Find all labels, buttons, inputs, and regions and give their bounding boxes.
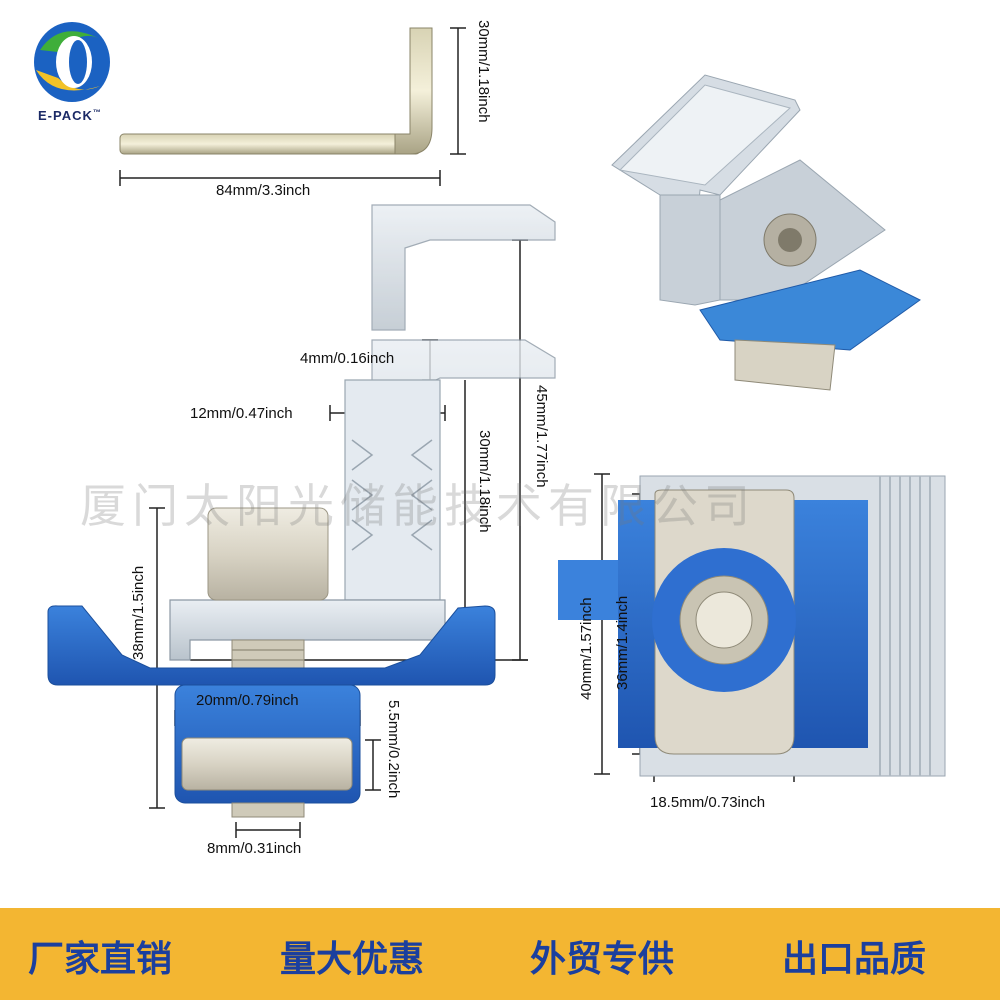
- brand-logo: [34, 22, 110, 102]
- dim-wrench-height: 30mm/1.18inch: [475, 20, 492, 123]
- clamp-3d-view: [611, 74, 921, 391]
- clamp-front-view: [47, 204, 556, 818]
- brand-name: E-PACK™: [38, 108, 102, 123]
- dim-bolt-diameter: 8mm/0.31inch: [207, 840, 302, 857]
- dim-plate-thickness: 4mm/0.16inch: [300, 350, 395, 367]
- dim-clamp-height: 45mm/1.77inch: [533, 385, 550, 488]
- slogan-1: 厂家直销: [28, 939, 173, 980]
- dim-clamp-width: 12mm/0.47inch: [190, 405, 293, 422]
- clamp-side-view: [558, 475, 946, 777]
- hex-wrench: [119, 27, 433, 155]
- slogan-2: 量大优惠: [280, 939, 425, 980]
- slogan-3: 外贸专供: [530, 939, 675, 980]
- watermark-text: 厦门太阳光储能技术有限公司: [80, 479, 756, 533]
- dim-nut-width: 18.5mm/0.73inch: [650, 794, 766, 811]
- slogan-4: 出口品质: [782, 939, 927, 980]
- dim-clamp-range: 30mm/1.18inch: [476, 430, 493, 533]
- promo-banner: [0, 908, 1000, 1000]
- dim-inner-height: 36mm/1.4inch: [614, 595, 631, 690]
- dim-base-width: 20mm/0.79inch: [196, 692, 299, 709]
- dim-outer-height: 40mm/1.57inch: [578, 597, 595, 700]
- dim-nut-thickness: 5.5mm/0.2inch: [385, 700, 402, 799]
- dim-total-height: 38mm/1.5inch: [130, 565, 147, 660]
- dim-wrench-length: 84mm/3.3inch: [216, 182, 311, 199]
